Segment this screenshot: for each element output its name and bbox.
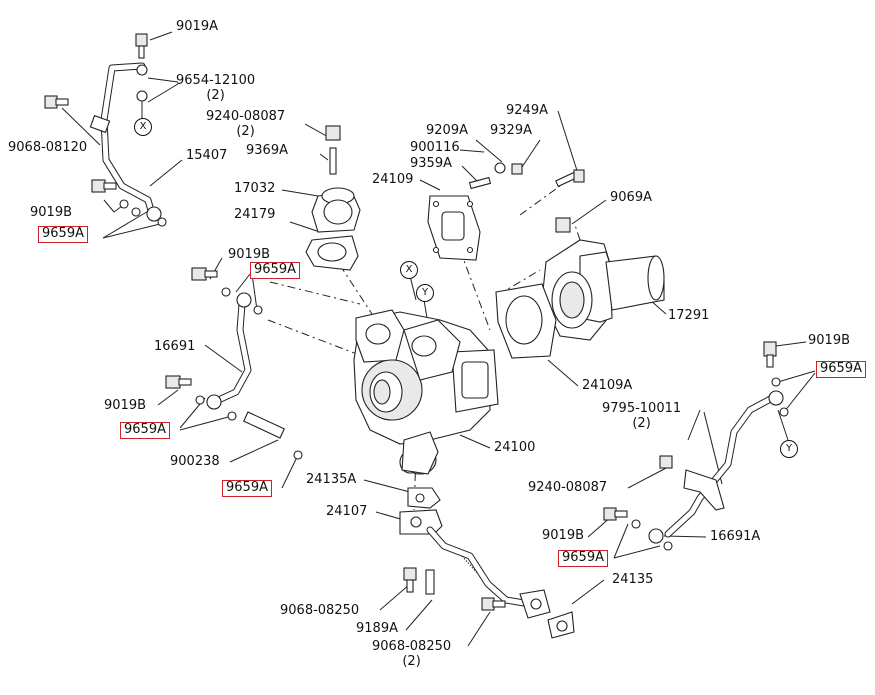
label-9795-10011: 9795-10011 (2): [602, 401, 682, 431]
label-9068-08120: 9068-08120: [8, 140, 88, 155]
marker-x-top: X: [134, 118, 152, 136]
label-9019A: 9019A: [176, 19, 218, 34]
label-9019B-left: 9019B: [104, 398, 147, 413]
label-9019B-bottom: 9019B: [542, 528, 585, 543]
oil-pipe-16691A: [603, 341, 789, 551]
label-9659A-mid: 9659A: [250, 262, 300, 279]
label-9209A: 9209A: [426, 123, 468, 138]
label-9249A: 9249A: [506, 103, 548, 118]
label-900116: 900116: [410, 140, 460, 155]
label-9069A: 9069A: [610, 190, 652, 205]
label-24107: 24107: [326, 504, 368, 519]
label-9659A-left: 9659A: [120, 422, 170, 439]
label-9068-08250-pair: 9068-08250 (2): [372, 639, 452, 669]
label-17291: 17291: [668, 308, 710, 323]
label-9654-12100: 9654-12100 (2): [176, 73, 256, 103]
label-24135A: 24135A: [306, 472, 357, 487]
label-16691: 16691: [154, 339, 196, 354]
drain-pipe-24107: [399, 487, 575, 639]
gasket-24109: [427, 162, 585, 261]
label-24100: 24100: [494, 440, 536, 455]
label-9240-08087-right: 9240-08087: [528, 480, 608, 495]
label-24109: 24109: [372, 172, 414, 187]
exhaust-elbow-17291: [495, 217, 665, 359]
label-9019B-top: 9019B: [30, 205, 73, 220]
label-9659A-right: 9659A: [816, 361, 866, 378]
label-9659A-bottom-left: 9659A: [222, 480, 272, 497]
elbow-17032: [305, 125, 361, 271]
label-24109A: 24109A: [582, 378, 633, 393]
label-9019B-mid: 9019B: [228, 247, 271, 262]
turbocharger-24100: [353, 309, 499, 475]
label-9189A: 9189A: [356, 621, 398, 636]
label-9359A: 9359A: [410, 156, 452, 171]
oil-pipe-15407: [44, 33, 167, 227]
marker-x-mid: X: [400, 261, 418, 279]
label-9659A-top-left: 9659A: [38, 226, 88, 243]
label-900238: 900238: [170, 454, 220, 469]
label-16691A: 16691A: [710, 529, 761, 544]
label-24135: 24135: [612, 572, 654, 587]
label-9068-08250: 9068-08250: [280, 603, 360, 618]
label-24179: 24179: [234, 207, 276, 222]
label-9240-08087: 9240-08087 (2): [206, 109, 286, 139]
label-9369A: 9369A: [246, 143, 288, 158]
label-9019B-right: 9019B: [808, 333, 851, 348]
label-15407: 15407: [186, 148, 228, 163]
marker-y-mid: Y: [416, 284, 434, 302]
label-9659A-bottom-right: 9659A: [558, 550, 608, 567]
label-17032: 17032: [234, 181, 276, 196]
oil-pipe-16691: [165, 267, 303, 460]
marker-y-right: Y: [780, 440, 798, 458]
label-9329A: 9329A: [490, 123, 532, 138]
